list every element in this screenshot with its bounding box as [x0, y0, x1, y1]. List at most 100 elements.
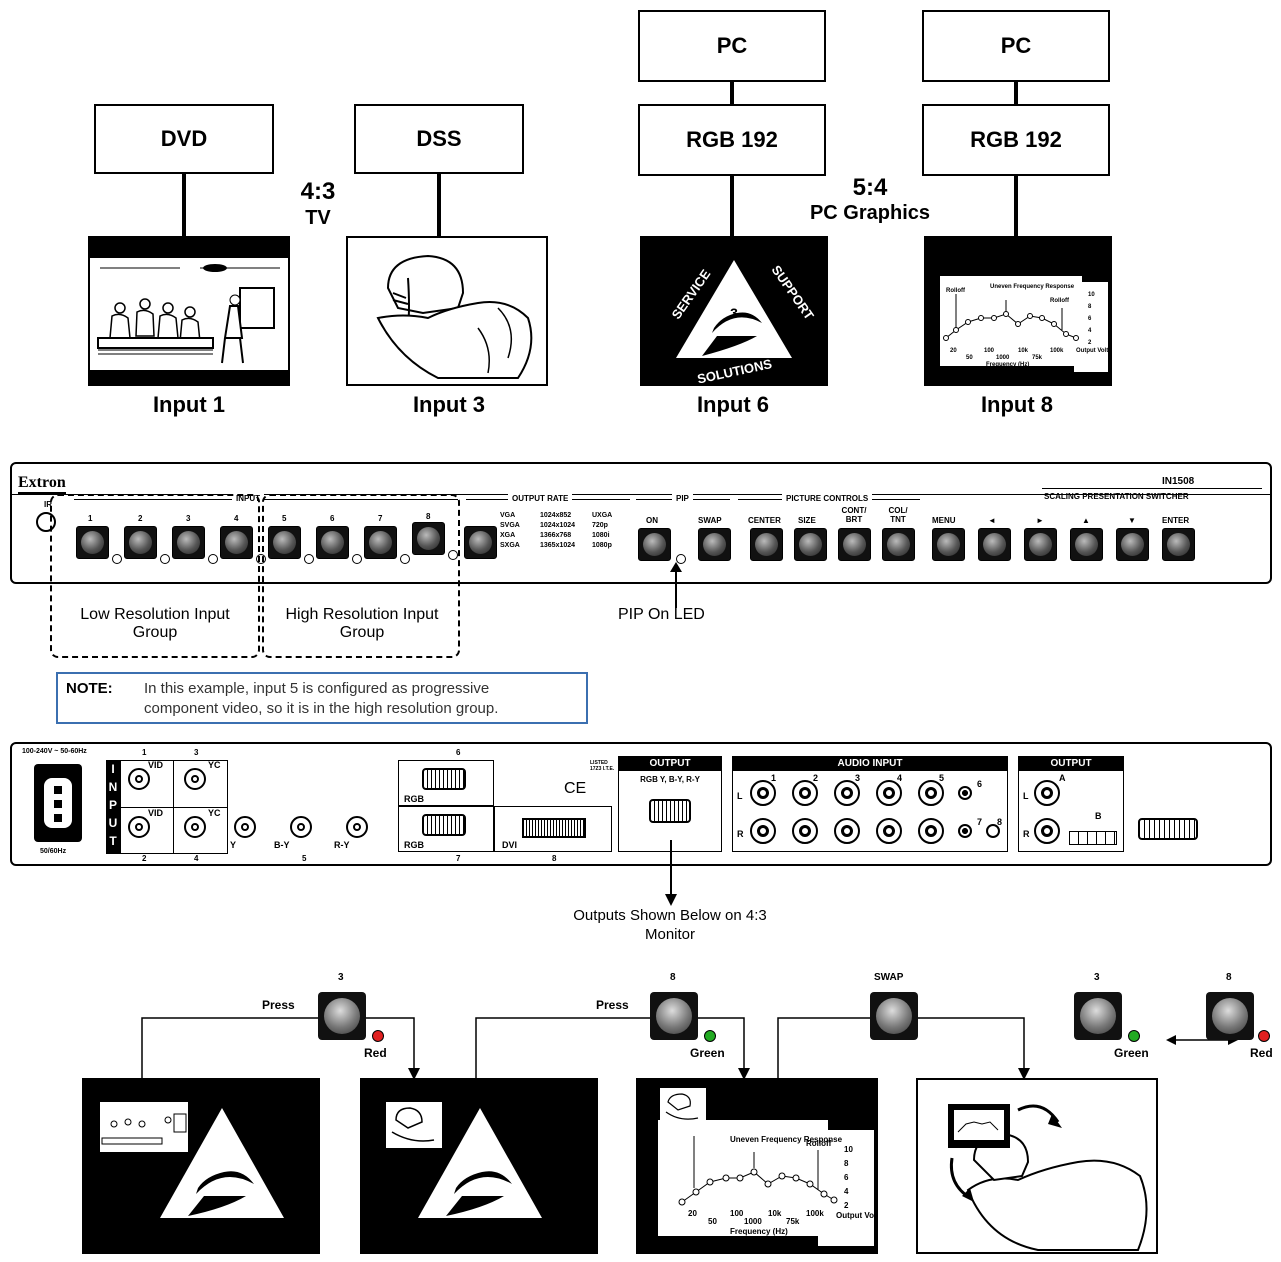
yc-label: YC: [208, 760, 221, 770]
high-res-group: [262, 494, 460, 658]
audio-r4-jack[interactable]: [876, 818, 902, 844]
audio-8-jack[interactable]: [986, 824, 1000, 838]
cont-brt-button[interactable]: [838, 528, 871, 561]
source-label: RGB 192: [686, 127, 778, 152]
step2-led: [704, 1030, 716, 1042]
vid-1-connector[interactable]: [128, 768, 150, 790]
aspect-tv-label: TV: [305, 207, 331, 229]
brand-logo: Extron: [18, 474, 66, 494]
left-button[interactable]: [978, 528, 1011, 561]
graph-x-tick: 75k: [1032, 355, 1043, 361]
audio-out-l-jack[interactable]: [1034, 780, 1060, 806]
captive-screw-connector[interactable]: [1069, 831, 1117, 845]
input-button-1[interactable]: [76, 526, 109, 559]
input-button-6[interactable]: [316, 526, 349, 559]
input-caption: Input 6: [696, 392, 770, 417]
dvi-connector[interactable]: [522, 818, 586, 838]
graph-x-tick: 100: [730, 1209, 744, 1218]
audio-l1-jack[interactable]: [750, 780, 776, 806]
input-button-label: 8: [426, 512, 431, 521]
audio-r1-jack[interactable]: [750, 818, 776, 844]
rs232-connector[interactable]: [1138, 818, 1198, 840]
graph-x-tick: 100k: [1050, 348, 1064, 354]
vid-2-connector[interactable]: [128, 816, 150, 838]
comp-by-connector[interactable]: [290, 816, 312, 838]
audio-6-jack[interactable]: [958, 786, 972, 800]
audio-l5-jack[interactable]: [918, 780, 944, 806]
audio-7-jack[interactable]: [958, 824, 972, 838]
comp-label: Y: [230, 840, 237, 850]
input-led: [112, 554, 122, 564]
audio-r2-jack[interactable]: [792, 818, 818, 844]
led-color-label: Red: [1250, 1046, 1273, 1060]
input-button-4[interactable]: [220, 526, 253, 559]
high-res-label: High Resolution Input Group: [285, 606, 439, 641]
input-button-label: 2: [138, 514, 143, 523]
pip-on-button[interactable]: [638, 528, 671, 561]
connector-line: [730, 82, 734, 104]
input-button-2[interactable]: [124, 526, 157, 559]
rgb7-connector[interactable]: [422, 814, 466, 836]
center-button[interactable]: [750, 528, 783, 561]
audio-number: 7: [977, 817, 983, 827]
picture-label: SIZE: [798, 516, 816, 525]
step1-button[interactable]: [318, 992, 366, 1040]
left-arrow-icon: ◄: [988, 516, 996, 525]
audio-input-block: AUDIO INPUT L R 1 2 3 4 5 6 7 8: [732, 756, 1008, 852]
led-color-label: Red: [364, 1046, 387, 1060]
audio-l4-jack[interactable]: [876, 780, 902, 806]
input-button-3[interactable]: [172, 526, 205, 559]
audio-l3-jack[interactable]: [834, 780, 860, 806]
enter-button[interactable]: [1162, 528, 1195, 561]
down-button[interactable]: [1116, 528, 1149, 561]
output-rate-button[interactable]: [464, 526, 497, 559]
swap-step-button[interactable]: [870, 992, 918, 1040]
pip-swap-output: [948, 1104, 1148, 1251]
comp-y-connector[interactable]: [234, 816, 256, 838]
source-pc-1: PC: [638, 10, 826, 82]
input-button-5[interactable]: [268, 526, 301, 559]
step1-led: [372, 1030, 384, 1042]
graph-uneven: Uneven Frequency Response: [730, 1135, 843, 1144]
output-rgb-connector[interactable]: [649, 799, 691, 823]
step-button-label: 8: [670, 972, 676, 983]
up-button[interactable]: [1070, 528, 1103, 561]
rgb6-connector[interactable]: [422, 768, 466, 790]
comp-ry-connector[interactable]: [346, 816, 368, 838]
input-vertical-label: I N P U T: [106, 760, 120, 854]
graph-x-tick: 100: [984, 348, 995, 354]
step4-button-3[interactable]: [1074, 992, 1122, 1040]
audio-l2-jack[interactable]: [792, 780, 818, 806]
audio-r5-jack[interactable]: [918, 818, 944, 844]
pip-logo-output: [100, 1102, 284, 1218]
step2-button[interactable]: [650, 992, 698, 1040]
rate-option: UXGA: [592, 512, 613, 519]
step4-button-8[interactable]: [1206, 992, 1254, 1040]
output-title: OUTPUT: [619, 757, 721, 771]
rate-option: 1024x852: [540, 512, 572, 519]
yc-4-connector[interactable]: [184, 816, 206, 838]
size-button[interactable]: [794, 528, 827, 561]
power-rating: 100-240V ~ 50-60Hz: [22, 748, 87, 755]
input-number: 8: [552, 854, 557, 863]
power-inlet[interactable]: [34, 764, 82, 842]
led-color-label: Green: [690, 1046, 725, 1060]
col-tnt-button[interactable]: [882, 528, 915, 561]
group-pip-label: PIP: [672, 494, 693, 503]
output-desc: RGB Y, B-Y, R-Y: [640, 775, 700, 784]
input-led: [160, 554, 170, 564]
graph-x-tick: 100k: [806, 1209, 824, 1218]
yc-3-connector[interactable]: [184, 768, 206, 790]
menu-label: MENU: [932, 516, 956, 525]
audio-r3-jack[interactable]: [834, 818, 860, 844]
down-arrow-icon: ▼: [1128, 516, 1136, 525]
right-button[interactable]: [1024, 528, 1057, 561]
graph-x-tick: 20: [950, 348, 957, 354]
audio-out-r-jack[interactable]: [1034, 818, 1060, 844]
source-pc-2: PC: [922, 10, 1110, 82]
menu-button[interactable]: [932, 528, 965, 561]
input-button-8[interactable]: [412, 522, 445, 555]
input-button-7[interactable]: [364, 526, 397, 559]
swap-label: SWAP: [698, 516, 722, 525]
swap-button[interactable]: [698, 528, 731, 561]
